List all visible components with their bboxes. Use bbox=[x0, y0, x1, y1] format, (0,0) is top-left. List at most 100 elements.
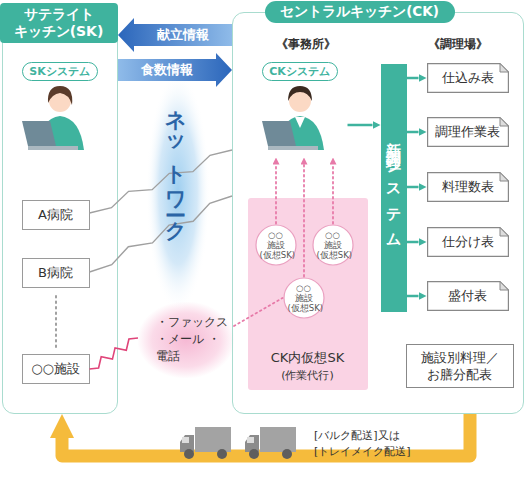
node-text: SKシステム bbox=[22, 62, 98, 81]
connector bbox=[407, 295, 419, 298]
connector bbox=[407, 77, 419, 80]
doc-node: 仕分け表 bbox=[427, 227, 509, 257]
site-node: B病院 bbox=[22, 258, 90, 288]
person-illustration bbox=[22, 86, 84, 150]
node-text: 料理数表 bbox=[442, 178, 494, 196]
connector bbox=[348, 124, 373, 127]
truck-window bbox=[247, 437, 254, 443]
facility-circle bbox=[256, 225, 296, 265]
person-illustration bbox=[262, 86, 324, 150]
connector bbox=[90, 338, 139, 369]
sys-node: CKシステム bbox=[252, 58, 348, 158]
doc-node: 調理作業表 bbox=[427, 117, 509, 147]
section-label: 《事務所》 bbox=[276, 36, 336, 53]
info-arrow bbox=[118, 18, 232, 52]
facility-circle bbox=[313, 225, 353, 265]
site-node: ○○施設 bbox=[22, 354, 90, 384]
node-text: A病院 bbox=[38, 206, 73, 224]
node-text: ○○ 施設 (仮想SK) bbox=[317, 230, 349, 260]
truck-cab bbox=[180, 435, 194, 452]
truck-window bbox=[182, 437, 189, 443]
connector bbox=[303, 165, 305, 277]
person-hair bbox=[288, 86, 312, 101]
document-fold bbox=[500, 117, 508, 125]
document-fold bbox=[500, 227, 508, 235]
person-body bbox=[278, 116, 324, 150]
document-shape bbox=[427, 172, 508, 201]
panel-node: セントラルキッチン(CK)CKシステムCK内仮想SK(作業代行)○○ 施設 (仮… bbox=[232, 12, 524, 414]
network-glow bbox=[146, 72, 210, 312]
laptop-screen bbox=[262, 121, 296, 146]
truck-icon bbox=[180, 427, 231, 459]
facility-circle bbox=[284, 278, 324, 318]
node-text: ○○ 施設 (仮想SK) bbox=[288, 283, 320, 313]
document-shape bbox=[427, 227, 508, 256]
doc-node: 料理数表 bbox=[427, 172, 509, 202]
node-text: 仕分け表 bbox=[442, 233, 494, 251]
edge-label: 食数情報 bbox=[122, 61, 212, 79]
person-body bbox=[38, 116, 84, 150]
truck-wheel bbox=[217, 449, 227, 459]
truck-wheel bbox=[184, 449, 194, 459]
circ-node: ○○ 施設 (仮想SK) bbox=[283, 277, 325, 319]
connector bbox=[275, 165, 277, 224]
panel-heading: CK内仮想SK bbox=[248, 349, 368, 367]
connector bbox=[407, 186, 419, 189]
truck-wheel bbox=[282, 449, 292, 459]
truck-icon bbox=[245, 427, 296, 459]
node-text: ○○ 施設 (仮想SK) bbox=[260, 230, 292, 260]
edge-label: 献立情報 bbox=[138, 26, 228, 44]
person-hair bbox=[48, 86, 72, 105]
doc-node: 仕込み表 bbox=[427, 63, 509, 93]
node-text: 施設別料理／ お膳分配表 bbox=[410, 349, 510, 383]
connector bbox=[90, 150, 233, 213]
connector bbox=[90, 196, 233, 272]
person-face bbox=[289, 90, 311, 112]
truck-wheel bbox=[249, 449, 259, 459]
person-collar bbox=[295, 117, 305, 128]
node-text: 新調理システム bbox=[384, 129, 403, 246]
bar-node: 新調理システム bbox=[381, 64, 407, 312]
panel-heading: セントラルキッチン(CK) bbox=[265, 1, 455, 23]
sys-node: SKシステム bbox=[14, 58, 106, 158]
connector bbox=[332, 165, 334, 224]
section-label: 《調理場》 bbox=[428, 36, 488, 53]
node-text: CKシステム bbox=[262, 62, 338, 81]
node-text: B病院 bbox=[38, 264, 73, 282]
panel-node: サテライト キッチン(SK)SKシステムA病院B病院○○施設 bbox=[2, 18, 118, 414]
network-label: ネットワーク bbox=[163, 96, 189, 234]
person-face bbox=[49, 90, 71, 112]
circ-node: ○○ 施設 (仮想SK) bbox=[255, 224, 297, 266]
document-fold bbox=[500, 281, 508, 289]
connector bbox=[407, 241, 419, 244]
blob-node: ・ファックス ・メール ・電話 bbox=[138, 302, 234, 378]
truck-cab bbox=[245, 435, 259, 452]
site-node: A病院 bbox=[22, 200, 90, 230]
truck-box bbox=[195, 427, 231, 452]
node-text: 盛付表 bbox=[448, 287, 487, 305]
laptop-base bbox=[268, 146, 318, 150]
document-fold bbox=[500, 63, 508, 71]
laptop-base bbox=[28, 146, 78, 150]
box-node: 施設別料理／ お膳分配表 bbox=[406, 344, 514, 388]
truck-box bbox=[260, 427, 296, 452]
panel-heading: サテライト キッチン(SK) bbox=[0, 3, 118, 43]
circ-node: ○○ 施設 (仮想SK) bbox=[312, 224, 354, 266]
info-arrow bbox=[118, 53, 232, 87]
document-shape bbox=[427, 117, 508, 146]
document-fold bbox=[500, 172, 508, 180]
document-shape bbox=[427, 281, 508, 310]
doc-node: 盛付表 bbox=[427, 281, 509, 311]
node-text: (作業代行) bbox=[248, 368, 368, 383]
laptop-screen bbox=[22, 121, 56, 146]
connector bbox=[234, 298, 283, 326]
node-text: 仕込み表 bbox=[442, 69, 494, 87]
connector bbox=[407, 131, 419, 134]
node-text: 調理作業表 bbox=[435, 123, 500, 141]
node-text: ○○施設 bbox=[31, 360, 80, 378]
ellipsis-dots bbox=[55, 296, 57, 348]
